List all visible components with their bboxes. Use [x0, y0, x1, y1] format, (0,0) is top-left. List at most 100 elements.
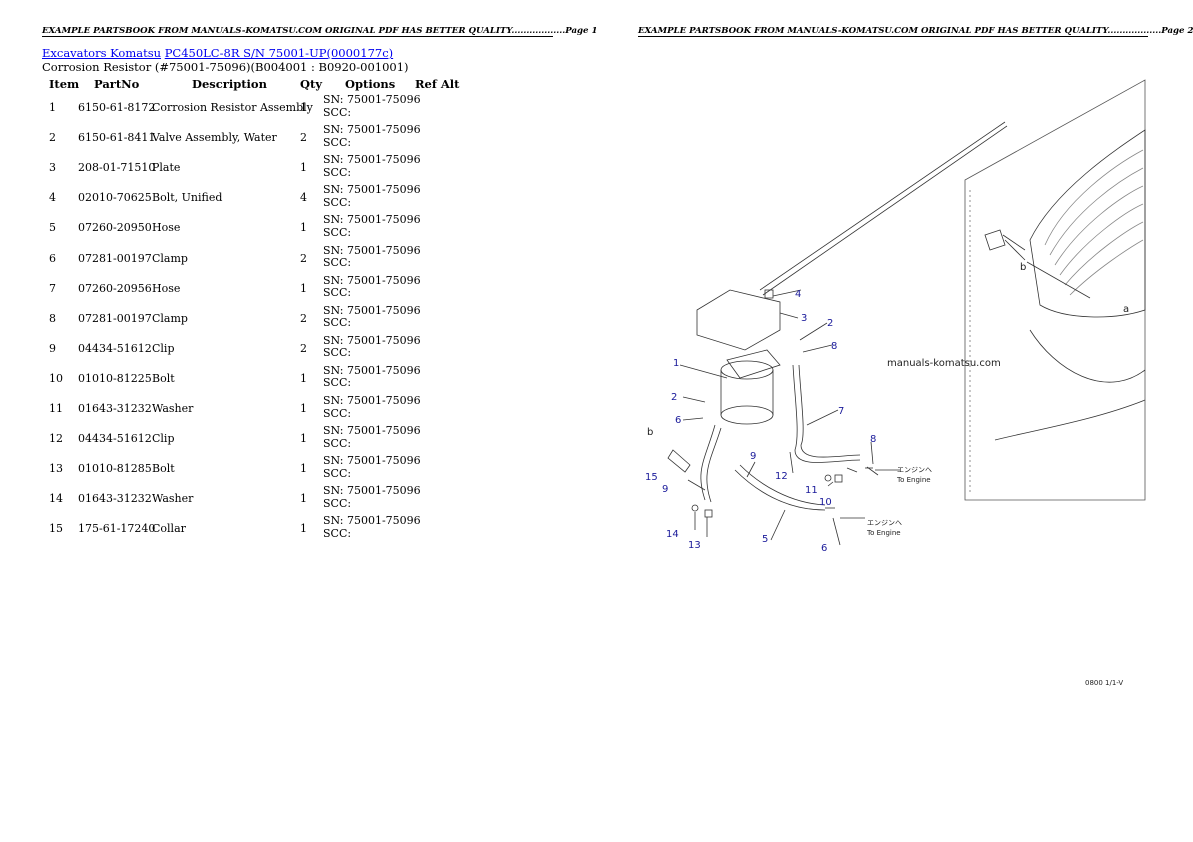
item-cell: 13 [49, 462, 63, 476]
to-engine-jp-label: エンジンへ [867, 519, 902, 527]
description-cell: Collar [152, 522, 186, 536]
column-header-description: Description [192, 77, 267, 91]
options-scc: SCC: [323, 105, 352, 119]
options-serial: SN: 75001-75096 [323, 153, 421, 167]
partno-cell: 6150-61-8172 [78, 101, 156, 114]
drawing-code: 0800 1/1-V [1085, 679, 1123, 687]
callout-14: 14 [666, 529, 679, 540]
callout-9: 9 [750, 451, 756, 462]
header-divider [42, 36, 553, 37]
options-scc: SCC: [323, 526, 352, 540]
options-serial: SN: 75001-75096 [323, 484, 421, 498]
callout-6: 6 [821, 543, 827, 554]
callout-8: 8 [870, 434, 876, 445]
partno-cell: 175-61-17240 [78, 522, 156, 536]
callout-4: 4 [795, 289, 801, 300]
section-subtitle: Corrosion Resistor (#75001-75096)(B00400… [42, 60, 409, 74]
qty-cell: 1 [300, 492, 307, 506]
callout-a: a [1123, 304, 1129, 315]
qty-cell: 1 [300, 432, 307, 446]
options-scc: SCC: [323, 316, 352, 330]
column-header-ref-alt: Ref Alt [415, 77, 460, 91]
description-cell: Bolt [152, 371, 175, 385]
callout-2: 2 [671, 392, 677, 403]
page-header: EXAMPLE PARTSBOOK FROM MANUALS-KOMATSU.C… [638, 26, 1193, 36]
page-2: EXAMPLE PARTSBOOK FROM MANUALS-KOMATSU.C… [595, 0, 1193, 842]
callout-10: 10 [819, 497, 832, 508]
options-scc: SCC: [323, 165, 352, 179]
description-cell: Clamp [152, 251, 188, 265]
description-cell: Bolt [152, 462, 175, 476]
column-header-partno: PartNo [94, 77, 140, 91]
partno-cell: 04434-51612 [78, 432, 152, 446]
callout-1: 1 [673, 358, 679, 369]
qty-cell: 2 [300, 311, 307, 325]
qty-cell: 2 [300, 341, 307, 355]
description-cell: Hose [152, 221, 181, 235]
description-cell: Hose [152, 281, 181, 295]
column-header-item: Item [49, 77, 80, 91]
item-cell: 10 [49, 371, 63, 385]
item-cell: 6 [49, 251, 56, 265]
callout-15: 15 [645, 472, 658, 483]
options-scc: SCC: [323, 135, 352, 149]
item-cell: 15 [49, 522, 63, 536]
qty-cell: 1 [300, 161, 307, 175]
item-cell: 9 [49, 341, 56, 355]
options-serial: SN: 75001-75096 [323, 454, 421, 468]
options-serial: SN: 75001-75096 [323, 243, 421, 257]
breadcrumb-link-model[interactable]: PC450LC-8R S/N 75001-UP(0000177c) [164, 46, 394, 60]
callout-11: 11 [805, 485, 818, 496]
qty-cell: 1 [300, 402, 307, 415]
options-scc: SCC: [323, 225, 352, 239]
partno-cell: 01010-81285 [78, 462, 152, 476]
qty-cell: 4 [300, 191, 307, 205]
partno-cell: 01643-31232 [78, 402, 152, 415]
qty-cell: 2 [300, 131, 307, 145]
options-scc: SCC: [323, 496, 352, 510]
options-serial: SN: 75001-75096 [323, 213, 421, 227]
options-serial: SN: 75001-75096 [323, 93, 421, 106]
options-scc: SCC: [323, 346, 352, 360]
partno-cell: 01010-81225 [78, 371, 152, 385]
options-serial: SN: 75001-75096 [323, 394, 421, 407]
partno-cell: 04434-51612 [78, 341, 152, 355]
description-cell: Clamp [152, 311, 188, 325]
options-serial: SN: 75001-75096 [323, 183, 421, 197]
qty-cell: 2 [300, 251, 307, 265]
callout-9: 9 [662, 484, 668, 495]
options-serial: SN: 75001-75096 [323, 303, 421, 317]
options-scc: SCC: [323, 436, 352, 450]
partno-cell: 07281-00197 [78, 311, 152, 325]
options-scc: SCC: [323, 195, 352, 209]
partno-cell: 02010-70625 [78, 191, 152, 205]
watermark: manuals-komatsu.com [887, 358, 1001, 369]
item-cell: 2 [49, 131, 56, 145]
options-serial: SN: 75001-75096 [323, 363, 421, 377]
callout-12: 12 [775, 471, 788, 482]
options-scc: SCC: [323, 466, 352, 480]
callout-3: 3 [801, 313, 807, 324]
callout-2: 2 [827, 318, 833, 329]
options-serial: SN: 75001-75096 [323, 514, 421, 528]
description-cell: Clip [152, 341, 175, 355]
page-header: EXAMPLE PARTSBOOK FROM MANUALS-KOMATSU.C… [42, 26, 598, 36]
callout-7: 7 [838, 406, 844, 417]
partno-cell: 07260-20950 [78, 221, 152, 235]
breadcrumb-link-excavators[interactable]: Excavators Komatsu [42, 46, 162, 60]
